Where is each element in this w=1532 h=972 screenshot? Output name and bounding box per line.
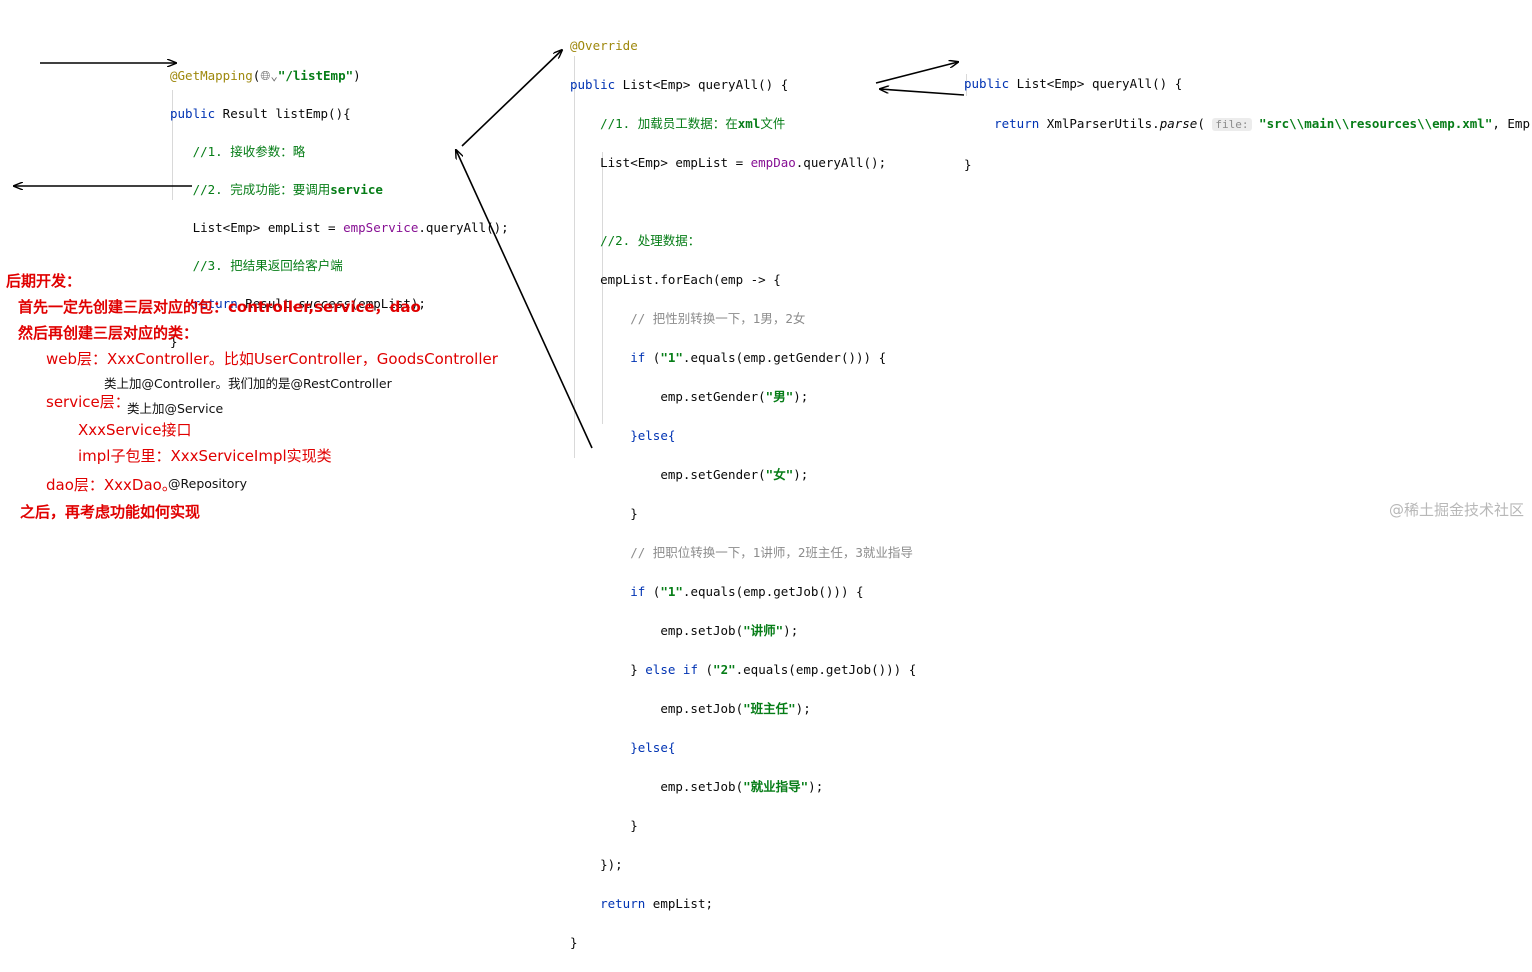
- service-return-line: return empList;: [600, 895, 713, 911]
- comment-line-3: //3. 把结果返回给客户端: [192, 258, 343, 273]
- arrow-dao-return-to-service: [880, 89, 965, 96]
- foreach-line: empList.forEach(emp -> {: [600, 271, 781, 287]
- else-if-job-line: } else if ("2".equals(emp.getJob())) {: [630, 661, 917, 677]
- note-service-annotation: 类上加@Service: [127, 401, 224, 416]
- arrow-controller-to-service: [461, 50, 562, 147]
- set-gender-female-line: emp.setGender("女");: [660, 466, 809, 482]
- parameter-hint: file:: [1212, 118, 1252, 131]
- note-web-annotation: 类上加@Controller。我们加的是@RestController: [104, 376, 392, 391]
- process-comment: //2. 处理数据：: [600, 232, 701, 248]
- note-then-implement: 之后，再考虑功能如何实现: [20, 503, 201, 521]
- set-gender-male-line: emp.setGender("男");: [660, 388, 809, 404]
- service-close-brace: }: [570, 934, 578, 950]
- comment-line-2: //2. 完成功能：要调用service: [192, 182, 383, 197]
- globe-icon: 🌐︎⌄: [260, 68, 278, 83]
- watermark: @稀土掘金技术社区: [1388, 501, 1524, 519]
- note-service-impl: impl子包里：XxxServiceImpl实现类: [78, 447, 332, 465]
- flow-arrows: [0, 0, 965, 449]
- foreach-close-line: });: [600, 856, 623, 872]
- job-comment: // 把职位转换一下，1讲师，2班主任，3就业指导: [630, 544, 913, 560]
- getmapping-line: @GetMapping(🌐︎⌄"/listEmp"): [170, 68, 361, 83]
- note-web-layer: web层：XxxController。比如UserController，Good…: [46, 350, 498, 368]
- indent-guide: [574, 56, 575, 458]
- notes-title: 后期开发：: [6, 272, 82, 290]
- annotation-getmapping: @GetMapping: [170, 68, 253, 83]
- arrow-service-return-to-controller: [456, 150, 593, 449]
- note-create-packages: 首先一定先创建三层对应的包：controller,service，dao: [18, 298, 421, 316]
- set-job-lecturer-line: emp.setJob("讲师");: [660, 622, 799, 638]
- dao-code-block: public List<Emp> queryAll() { return Xml…: [964, 54, 1532, 195]
- method-signature: public Result listEmp(){: [170, 106, 351, 121]
- if-gender-line: if ("1".equals(emp.getGender())) {: [630, 349, 887, 365]
- set-job-head-line: emp.setJob("班主任");: [660, 700, 811, 716]
- arrow-service-to-dao: [875, 62, 958, 84]
- if-job-line: if ("1".equals(emp.getJob())) {: [630, 583, 864, 599]
- dao-call-line: List<Emp> empList = empDao.queryAll();: [600, 154, 887, 170]
- controller-code-block: @GetMapping(🌐︎⌄"/listEmp") public Result…: [170, 47, 509, 370]
- return-statement: return Result.success(empList);: [192, 296, 426, 311]
- note-dao-annotation: @Repository: [168, 476, 247, 491]
- dao-return-line: return XmlParserUtils.parse( file: "src\…: [994, 116, 1532, 131]
- note-create-classes: 然后再创建三层对应的类：: [18, 324, 199, 342]
- else-gender-line: }else{: [630, 427, 676, 443]
- indent-guide: [966, 74, 967, 96]
- set-job-employ-line: emp.setJob("就业指导");: [660, 778, 824, 794]
- dao-close-brace: }: [964, 157, 972, 172]
- close-job-brace: }: [630, 817, 638, 833]
- note-dao-layer: dao层：XxxDao。: [46, 476, 177, 494]
- comment-line-1: //1. 接收参数：略: [192, 144, 306, 159]
- indent-guide: [602, 152, 603, 424]
- dao-signature: public List<Emp> queryAll() {: [964, 76, 1183, 91]
- emp-list-declaration: List<Emp> empList = empService.queryAll(…: [192, 220, 509, 235]
- override-annotation: @Override: [570, 37, 638, 53]
- closing-brace: }: [170, 334, 178, 349]
- load-comment: //1. 加载员工数据：在xml文件: [600, 115, 786, 131]
- else-job-line: }else{: [630, 739, 676, 755]
- note-service-layer: service层：: [46, 393, 130, 411]
- gender-comment: // 把性别转换一下，1男，2女: [630, 310, 806, 326]
- indent-guide: [172, 90, 173, 200]
- close-gender-brace: }: [630, 505, 638, 521]
- note-service-interface: XxxService接口: [78, 421, 192, 439]
- mapping-path: "/listEmp": [277, 68, 354, 83]
- query-all-signature: public List<Emp> queryAll() {: [570, 76, 789, 92]
